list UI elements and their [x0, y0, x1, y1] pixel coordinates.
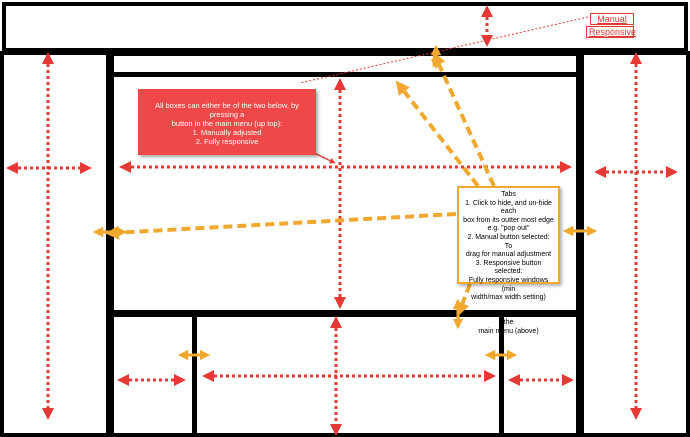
responsive-mode-button[interactable]: Responsive	[586, 26, 636, 38]
note-line: 2. Fully responsive	[195, 137, 259, 146]
left-sidebar-panel	[0, 51, 110, 437]
tabs-note-title: Tabs	[501, 191, 516, 198]
pointer-to-top-edge-2	[432, 51, 496, 187]
tabs-note-line: Fully responsive windows (min	[468, 276, 549, 293]
tabs-note-line: drag for manual adjustment	[465, 251, 552, 259]
manual-mode-button[interactable]: Manual	[590, 13, 634, 25]
tabs-note-line: main menu (above)	[478, 327, 539, 335]
tabs-explanation-note: Tabs 1. Click to hide, and un-hide each …	[457, 186, 560, 335]
top-menu-bar	[2, 2, 688, 52]
note-line: button in the main menu (up top):	[171, 119, 283, 128]
tabs-note-line: 1. Click to hide, and un-hide each	[465, 199, 552, 216]
tabs-note-line: e.g. "pop out"	[487, 225, 530, 233]
buttons-connector-line	[299, 16, 589, 84]
pointer-to-top-edge-1	[395, 80, 480, 188]
note-line: 1. Manually adjusted	[192, 128, 262, 137]
pointer-to-bottom-edge	[455, 283, 472, 317]
tabs-note-line: width/max width setting)	[471, 294, 546, 302]
pointer-to-left-edge	[105, 212, 457, 240]
tabs-note-line: 3. Responsive button selected:	[475, 259, 542, 276]
tabs-note-line: box from its outter most edge	[463, 216, 554, 224]
tabs-note-line: 2. Manual button selected: To	[467, 233, 550, 250]
box-modes-note: All boxes can either be of the two below…	[138, 89, 316, 155]
spacer	[463, 303, 554, 311]
tabs-note-line: Based on the button set in the	[467, 310, 550, 327]
note-line: All boxes can either be of the two below…	[155, 101, 299, 119]
